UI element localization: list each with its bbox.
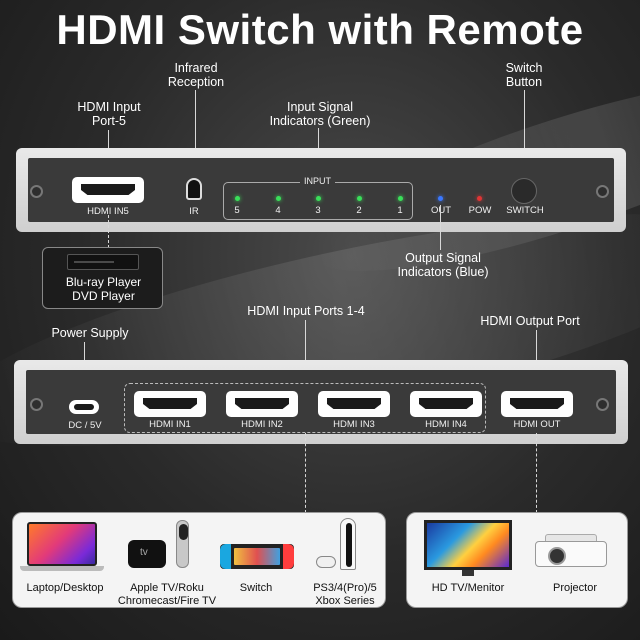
hdmi-in4-port xyxy=(410,391,482,417)
input-ports-callout: HDMI Input Ports 1-4 xyxy=(247,304,365,318)
ps5-console-icon xyxy=(340,518,356,570)
projector-icon xyxy=(535,541,607,567)
gamepad-icon xyxy=(316,556,336,568)
hdmi-in5-port xyxy=(72,177,144,203)
input5-led xyxy=(235,196,240,201)
hdmi-in4-label: HDMI IN4 xyxy=(425,419,467,430)
input-title: INPUT xyxy=(300,176,335,186)
switch-label: SWITCH xyxy=(506,205,544,216)
out-led xyxy=(438,196,443,201)
hdmi-in5-label: HDMI IN5 xyxy=(87,206,129,217)
hdmi-in3-label: HDMI IN3 xyxy=(333,419,375,430)
apple-tv-icon xyxy=(128,540,166,568)
hdmi-in2-port xyxy=(226,391,298,417)
input-number: 2 xyxy=(356,205,362,216)
switch-device-label: Switch xyxy=(239,582,273,594)
input-number: 1 xyxy=(397,205,403,216)
pow-label: POW xyxy=(468,205,492,216)
screw xyxy=(596,398,609,411)
projector-label: Projector xyxy=(552,582,598,594)
tv-icon xyxy=(424,520,512,570)
output-port-callout: HDMI Output Port xyxy=(480,314,580,328)
ir-sensor xyxy=(186,178,202,200)
joycon-right xyxy=(283,544,294,569)
input-number: 5 xyxy=(234,205,240,216)
laptop-base xyxy=(20,566,104,571)
hdmi-out-port xyxy=(501,391,573,417)
pow-led xyxy=(477,196,482,201)
input3-led xyxy=(316,196,321,201)
page-title: HDMI Switch with Remote xyxy=(56,6,584,53)
input2-led xyxy=(357,196,362,201)
input1-led xyxy=(398,196,403,201)
laptop-label: Laptop/Desktop xyxy=(26,582,104,594)
switch-button-callout-line xyxy=(524,90,525,178)
bluray-label: Blu-ray Player xyxy=(65,275,142,289)
power-supply-callout: Power Supply xyxy=(51,326,129,340)
input-number: 3 xyxy=(315,205,321,216)
input-number: 4 xyxy=(275,205,281,216)
tv-label: HD TV/Menitor xyxy=(431,582,505,594)
remote-icon xyxy=(176,520,189,568)
out-label: OUT xyxy=(430,205,452,216)
ir-callout-line xyxy=(195,90,196,172)
hdmi-in5-connector-line xyxy=(108,215,109,248)
hdmi-in2-label: HDMI IN2 xyxy=(241,419,283,430)
hdmi-in3-port xyxy=(318,391,390,417)
screw xyxy=(30,398,43,411)
inputs-connector-line xyxy=(305,433,306,513)
input4-led xyxy=(276,196,281,201)
switch-button[interactable] xyxy=(511,178,537,204)
output-connector-line xyxy=(536,433,537,513)
joycon-left xyxy=(220,544,231,569)
switch-screen xyxy=(234,548,280,565)
input-ports-callout-line xyxy=(305,320,306,382)
dvd-label: DVD Player xyxy=(72,289,135,303)
laptop-icon xyxy=(27,522,97,566)
tv-stand xyxy=(462,570,474,576)
hdmi-in1-label: HDMI IN1 xyxy=(149,419,191,430)
screw xyxy=(30,185,43,198)
ir-label: IR xyxy=(189,206,199,217)
screw xyxy=(596,185,609,198)
hdmi-in1-port xyxy=(134,391,206,417)
dc-power-port xyxy=(69,400,99,414)
bluray-device-box: Blu-ray Player DVD Player xyxy=(42,247,163,309)
bluray-player-icon xyxy=(67,254,139,270)
input-ports-group xyxy=(124,383,486,433)
output-indicators-callout-line xyxy=(440,205,441,250)
hdmi-out-label: HDMI OUT xyxy=(513,419,561,430)
dc-label: DC / 5V xyxy=(68,420,102,431)
